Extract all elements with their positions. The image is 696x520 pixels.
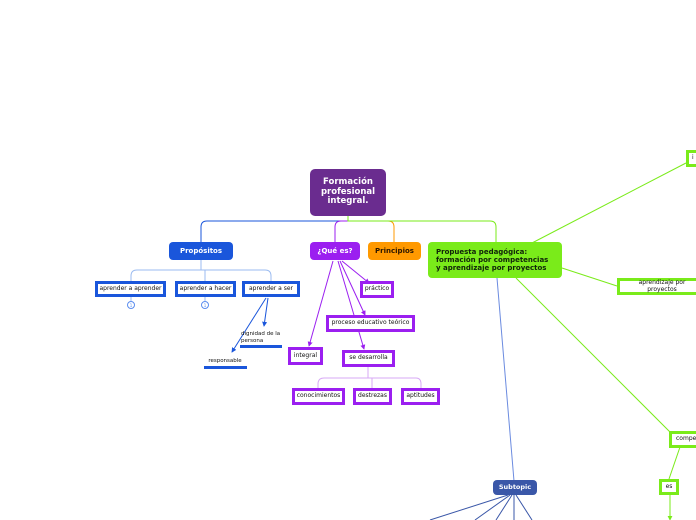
aprender-a-hacer-label: aprender a hacer	[179, 284, 232, 292]
subtopic-proceso-educativo-teorico[interactable]: proceso educativo teórico	[326, 315, 415, 332]
proceso-label: proceso educativo teórico	[331, 319, 410, 327]
integral-label: integral	[293, 351, 318, 359]
principios-label: Principios	[375, 246, 414, 255]
dignidad-label: dignidad de la persona	[241, 331, 281, 344]
connector-propuesta-subtopic	[496, 277, 515, 482]
connector-propuesta-compet	[515, 277, 671, 433]
subtopic-aptitudes[interactable]: aptitudes	[401, 388, 440, 405]
connector-root-propositos	[200, 216, 349, 242]
connector-root-propuesta	[347, 216, 497, 242]
subtopic-aprender-a-ser[interactable]: aprender a ser	[242, 281, 300, 297]
responsable-underline	[204, 366, 247, 369]
subtopic-aprendizaje-por-proyectos[interactable]: aprendizaje por proyectos	[617, 278, 696, 295]
connector-root-que-es	[334, 216, 349, 242]
se-desarrolla-label: se desarrolla	[349, 354, 388, 362]
arrow-quees-practico	[341, 260, 370, 284]
aprendizaje-label: aprendizaje por proyectos	[638, 278, 686, 293]
root-topic-label: Formación profesional integral.	[320, 176, 376, 207]
arrow-ser-responsable	[231, 297, 267, 353]
arrow-quees-se-desarrolla	[337, 260, 366, 350]
responsable-label: responsable	[208, 357, 242, 364]
arrow-ser-dignidad	[262, 297, 269, 327]
aprender-a-ser-label: aprender a ser	[248, 284, 294, 292]
practico-label: práctico	[364, 285, 390, 293]
arrow-quees-integral	[307, 260, 334, 347]
que-es-label: ¿Qué es?	[317, 246, 353, 255]
subtopic-integral[interactable]: integral	[288, 347, 323, 365]
link-count-badge-2[interactable]: 1	[201, 301, 209, 309]
subtopic-compet[interactable]: compet	[669, 431, 696, 448]
floating-dignidad-de-la-persona[interactable]: dignidad de la persona	[241, 330, 285, 345]
connector-se-desarrolla-children	[317, 367, 422, 388]
aptitudes-label: aptitudes	[406, 392, 435, 400]
subtopic-aprender-a-hacer[interactable]: aprender a hacer	[175, 281, 236, 297]
subtopic-es[interactable]: es	[659, 479, 679, 495]
connector-subtopic-children	[429, 494, 533, 520]
connector-propuesta-aprendizaje	[561, 267, 618, 287]
subtopic-aprender-a-aprender[interactable]: aprender a aprender	[95, 281, 166, 297]
root-topic[interactable]: Formación profesional integral.	[310, 169, 386, 216]
subtopic-practico[interactable]: práctico	[360, 281, 394, 298]
propositos-label: Propósitos	[179, 246, 223, 255]
main-topic-que-es[interactable]: ¿Qué es?	[310, 242, 360, 260]
link-count-badge-1[interactable]: 1	[127, 301, 135, 309]
arrow-quees-proceso	[339, 260, 366, 316]
es-label: es	[665, 482, 673, 490]
conocimientos-label: conocimientos	[296, 392, 341, 400]
propuesta-label: Propuesta pedagógica: formación por comp…	[436, 247, 549, 273]
subtopic-label: Subtopic	[498, 482, 532, 491]
floating-responsable[interactable]: responsable	[203, 356, 247, 366]
connector-compet-es	[668, 446, 681, 480]
destrezas-label: destrezas	[358, 392, 387, 400]
connector-propuesta-top-right	[531, 162, 687, 244]
main-topic-propuesta[interactable]: Propuesta pedagógica: formación por comp…	[428, 242, 562, 278]
subtopic-se-desarrolla[interactable]: se desarrolla	[342, 350, 395, 367]
subtopic-node[interactable]: Subtopic	[493, 480, 537, 495]
main-topic-propositos[interactable]: Propósitos	[169, 242, 233, 260]
badge-1-label: 1	[129, 302, 133, 308]
subtopic-destrezas[interactable]: destrezas	[353, 388, 392, 405]
connector-root-principios	[347, 216, 395, 242]
dignidad-underline	[240, 345, 282, 348]
compet-label: compet	[676, 435, 696, 443]
connector-propositos-children	[130, 260, 272, 282]
subtopic-top-right[interactable]: i	[686, 150, 696, 167]
badge-2-label: 1	[203, 302, 207, 308]
aprender-a-aprender-label: aprender a aprender	[99, 284, 162, 292]
subtopic-conocimientos[interactable]: conocimientos	[292, 388, 345, 405]
main-topic-principios[interactable]: Principios	[368, 242, 421, 260]
top-right-label: i	[692, 154, 694, 162]
